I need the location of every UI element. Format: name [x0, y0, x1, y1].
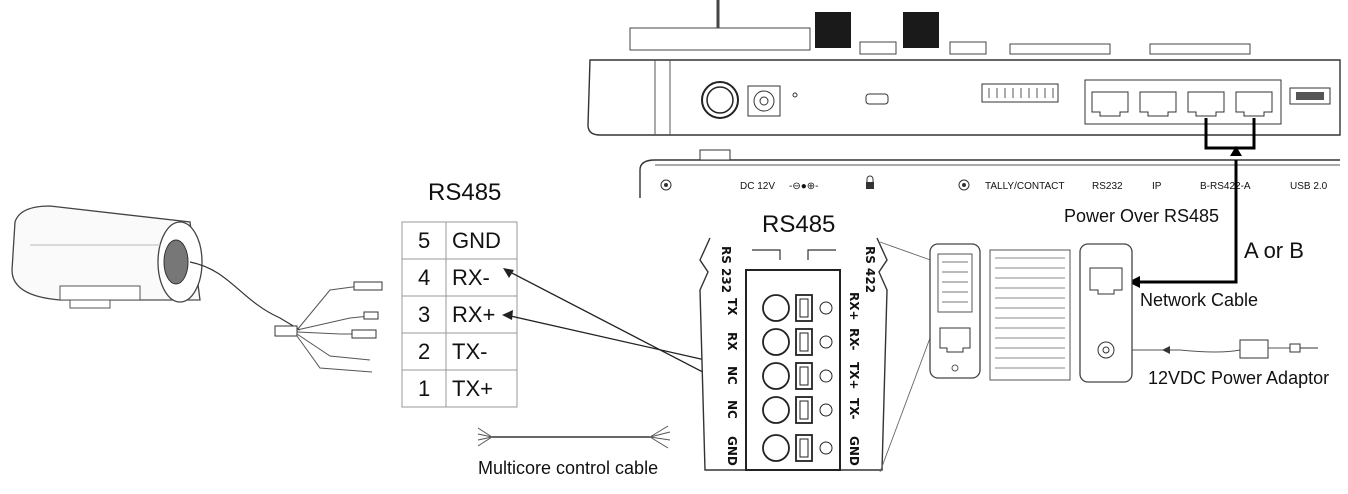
- right-pin-label: TX+: [847, 362, 861, 390]
- pin-name: TX+: [452, 376, 493, 401]
- camera-icon: [11, 205, 203, 309]
- panel-label-usb: USB 2.0: [1290, 181, 1328, 192]
- controller-rear-panel: DC 12V -⊖●⊕- TALLY/CONTACT RS232 IP B-RS…: [587, 0, 1341, 198]
- pin-table-title: RS485: [428, 179, 501, 206]
- connector-title: RS485: [762, 211, 835, 238]
- power-over-label: Power Over RS485: [1064, 206, 1219, 226]
- right-pin-label: GND: [847, 436, 861, 466]
- left-pin-label: NC: [725, 366, 739, 385]
- power-over-bracket: [1128, 118, 1256, 288]
- network-cable-label: Network Cable: [1140, 290, 1258, 310]
- pin-name: GND: [452, 228, 501, 253]
- pin-number: 5: [418, 228, 430, 253]
- multicore-cable-icon: [477, 425, 671, 449]
- pin-name: TX-: [452, 339, 487, 364]
- panel-label-rs422: B-RS422-A: [1200, 181, 1251, 192]
- pin-name: RX-: [452, 265, 490, 290]
- poe-injector-icon: [1079, 243, 1133, 383]
- pin-number: 3: [418, 302, 430, 327]
- rs232-header: RS 232: [719, 246, 733, 293]
- left-pin-label: RX: [725, 332, 739, 351]
- power-adaptor-icon: [1132, 339, 1318, 359]
- panel-label-dc: DC 12V: [740, 181, 775, 192]
- pin-table: 5 GND 4 RX- 3 RX+ 2 TX- 1 TX+: [401, 221, 518, 408]
- left-pin-label: GND: [725, 436, 739, 466]
- pin-number: 1: [418, 376, 430, 401]
- controller-interface-box: [929, 243, 981, 379]
- pin-name: RX+: [452, 302, 495, 327]
- left-pin-label: NC: [725, 400, 739, 419]
- connector-detail: RS 232 RS 422 TX RX NC NC GND RX+ RX- TX…: [699, 237, 888, 471]
- multicore-label: Multicore control cable: [478, 458, 658, 478]
- rs422-header: RS 422: [863, 246, 877, 293]
- dc-polarity-icon: -⊖●⊕-: [789, 181, 818, 192]
- power-adaptor-label: 12VDC Power Adaptor: [1148, 368, 1329, 388]
- left-pin-label: TX: [725, 298, 739, 316]
- pin-number: 4: [418, 265, 430, 290]
- panel-label-ip: IP: [1152, 181, 1162, 192]
- panel-label-tally: TALLY/CONTACT: [985, 181, 1064, 192]
- knob-right-icon: [903, 12, 939, 48]
- panel-label-rs232: RS232: [1092, 181, 1123, 192]
- camera-cable: [189, 261, 383, 373]
- right-pin-label: RX+: [847, 292, 861, 321]
- a-or-b-label: A or B: [1244, 238, 1304, 263]
- right-pin-label: RX-: [847, 328, 861, 351]
- heatsink-icon: [989, 249, 1071, 381]
- pin-number: 2: [418, 339, 430, 364]
- lock-icon: [866, 182, 874, 189]
- right-pin-label: TX-: [847, 398, 861, 419]
- knob-left-icon: [815, 12, 851, 48]
